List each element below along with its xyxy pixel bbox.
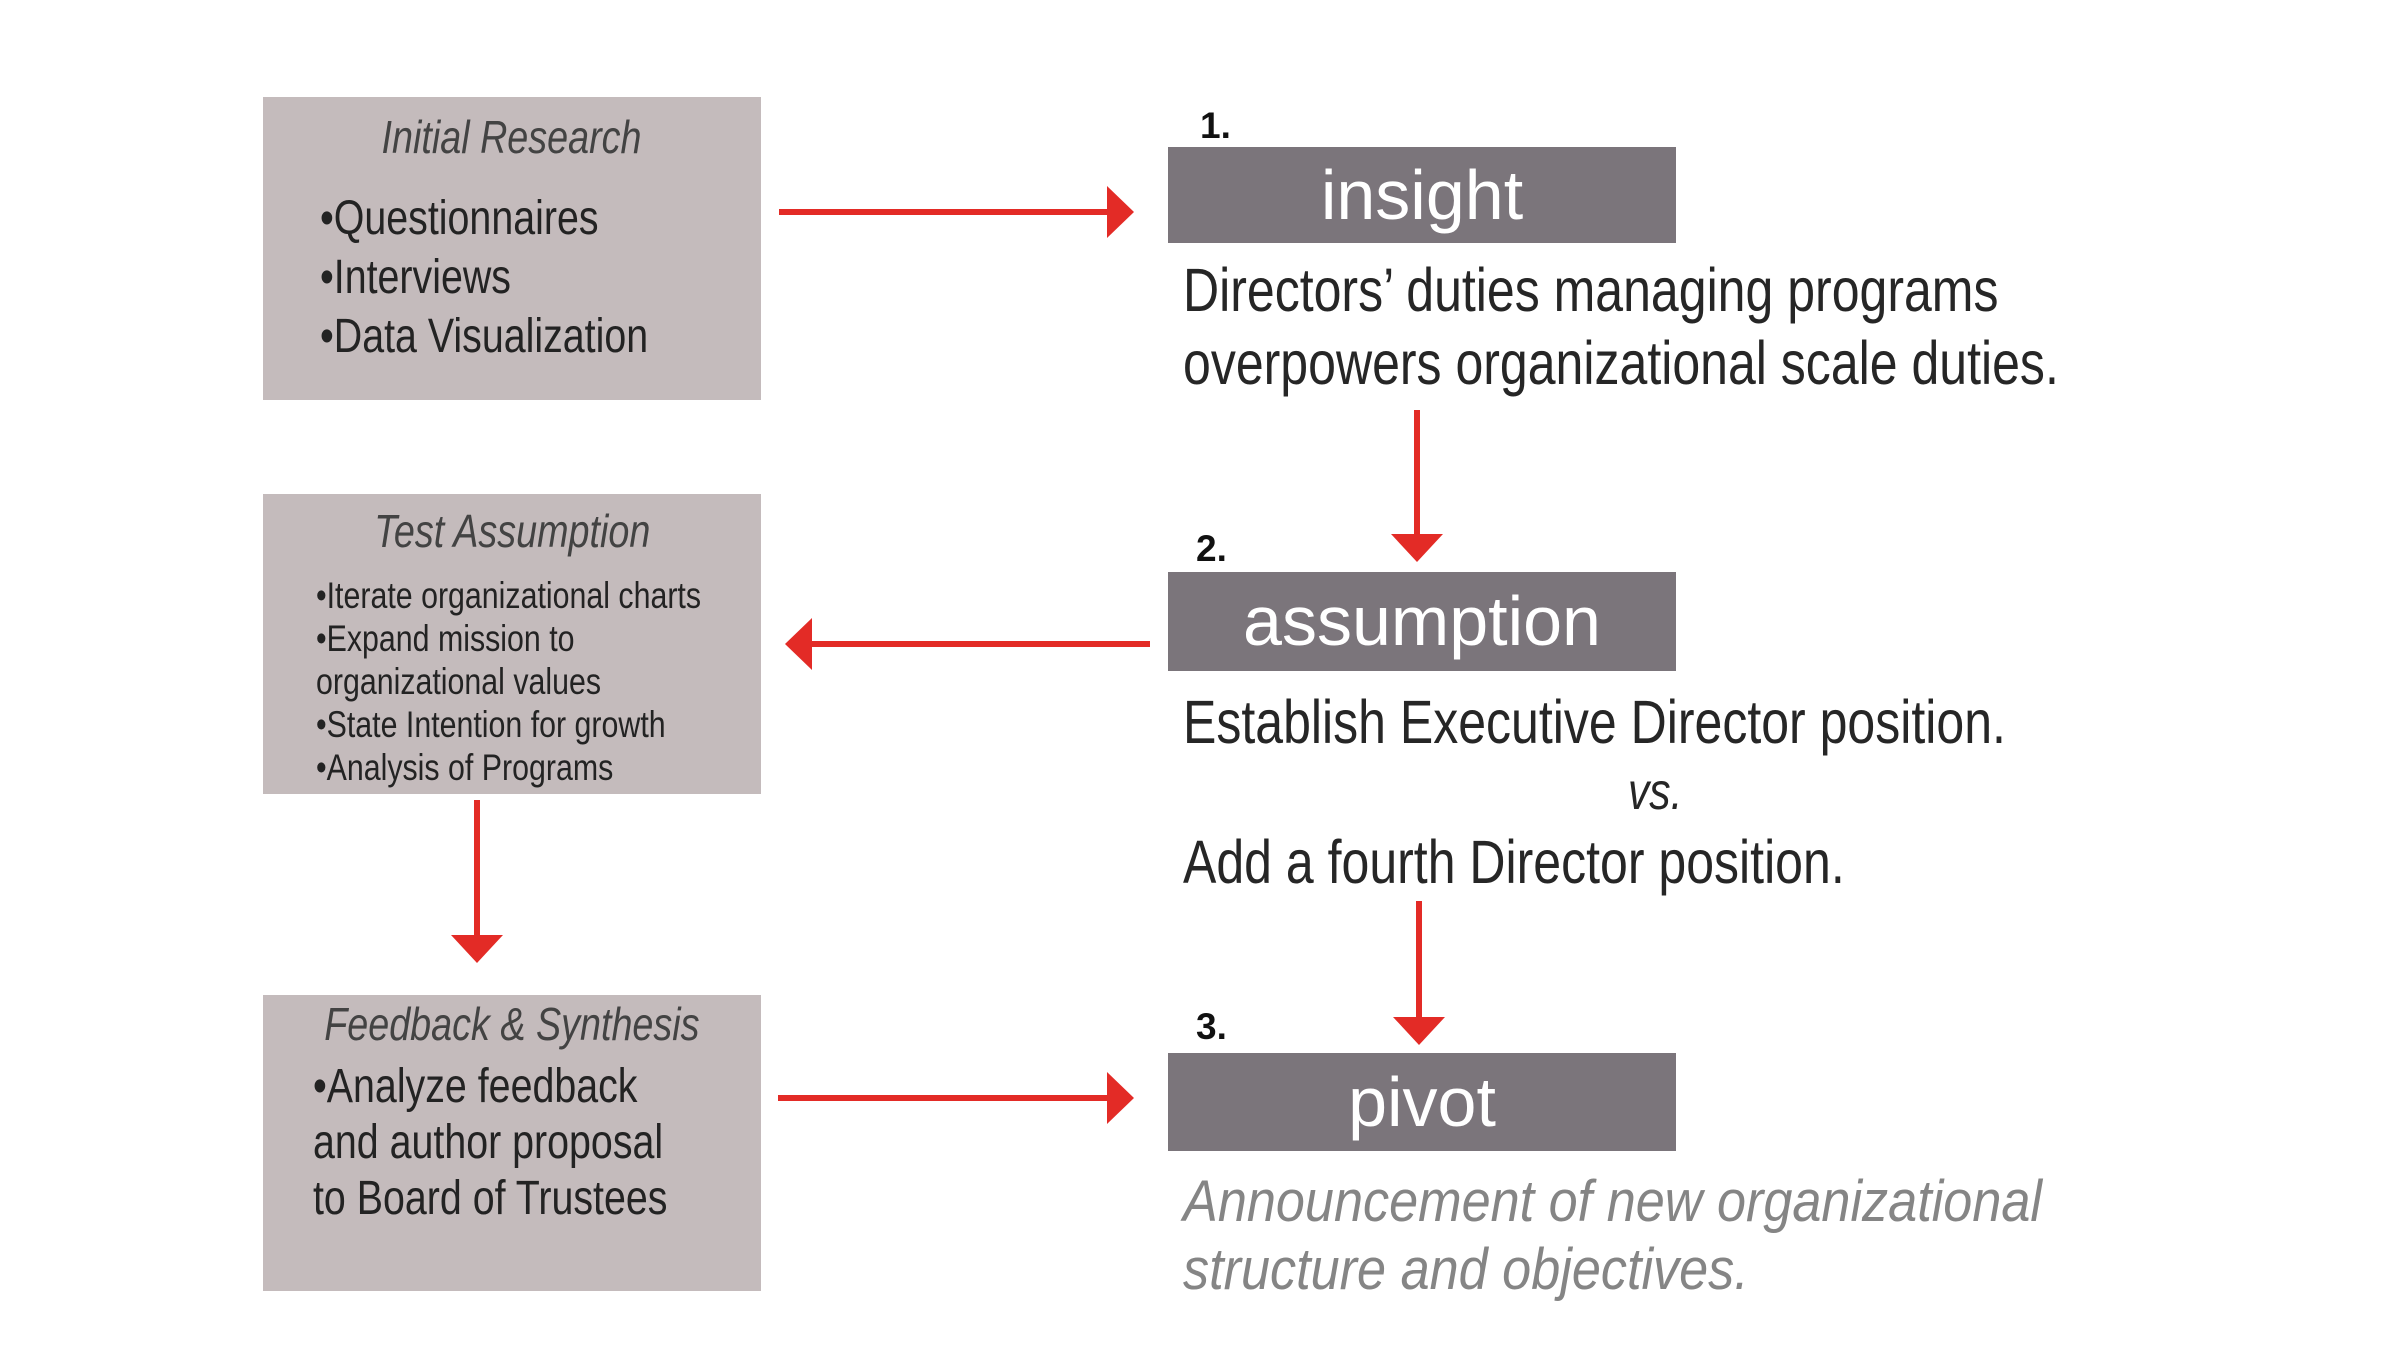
arrow-assumption-to-pivot-line: [1416, 901, 1422, 1017]
arrow-research-to-insight-line: [779, 209, 1107, 215]
bullet-item-continuation: organizational values: [316, 661, 602, 702]
arrow-left-head-icon: [785, 618, 812, 670]
arrow-down-head-icon: [451, 935, 503, 963]
keyword-label: insight: [1320, 156, 1524, 234]
bullet-item-continuation: and author proposal: [313, 1116, 664, 1169]
arrow-feedback-to-pivot-line: [778, 1095, 1107, 1101]
bullet-item: •Data Visualization: [320, 310, 649, 363]
bullet-item: •Analyze feedback: [313, 1060, 638, 1113]
arrow-test-to-feedback-line: [474, 800, 480, 935]
description-line: Announcement of new organizational: [1183, 1169, 2042, 1234]
stage-bullet-list: •Iterate organizational charts •Expand m…: [316, 574, 786, 789]
keyword-box-insight: insight: [1168, 147, 1676, 243]
stage-bullet-list: •Analyze feedback and author proposal to…: [313, 1059, 745, 1227]
arrow-insight-to-assumption-line: [1414, 410, 1420, 534]
step-number-3: 3.: [1196, 1006, 1227, 1047]
arrow-right-head-icon: [1107, 186, 1134, 238]
bullet-item: •State Intention for growth: [316, 704, 666, 745]
bullet-item: •Iterate organizational charts: [316, 575, 702, 616]
arrow-down-head-icon: [1393, 1017, 1445, 1045]
bullet-item: •Interviews: [320, 251, 511, 304]
bullet-item: •Expand mission to: [316, 618, 575, 659]
keyword-label: assumption: [1243, 582, 1601, 660]
stage-box-feedback-synthesis: Feedback & Synthesis •Analyze feedback a…: [263, 995, 761, 1291]
step-number-2: 2.: [1196, 528, 1227, 569]
assumption-description: Establish Executive Director position. v…: [1183, 687, 2128, 897]
stage-title: Initial Research: [382, 111, 642, 163]
insight-description: Directors’ duties managing programs over…: [1183, 254, 2251, 400]
description-line: overpowers organizational scale duties.: [1183, 329, 2059, 397]
stage-title: Feedback & Synthesis: [324, 998, 700, 1050]
bullet-item-continuation: to Board of Trustees: [313, 1172, 668, 1225]
stage-box-test-assumption: Test Assumption •Iterate organizational …: [263, 494, 761, 794]
bullet-item: •Questionnaires: [320, 192, 599, 245]
stage-box-initial-research: Initial Research •Questionnaires •Interv…: [263, 97, 761, 400]
versus-label: vs.: [1628, 763, 1683, 821]
description-line: Directors’ duties managing programs: [1183, 256, 1999, 324]
stage-bullet-list: •Questionnaires •Interviews •Data Visual…: [320, 189, 720, 366]
arrow-down-head-icon: [1391, 534, 1443, 562]
keyword-label: pivot: [1348, 1063, 1496, 1141]
stage-title: Test Assumption: [373, 505, 651, 557]
description-line: Establish Executive Director position.: [1183, 688, 2006, 756]
keyword-box-pivot: pivot: [1168, 1053, 1676, 1151]
pivot-description: Announcement of new organizational struc…: [1183, 1168, 2137, 1304]
description-line: structure and objectives.: [1183, 1237, 1749, 1302]
step-number-1: 1.: [1200, 105, 1231, 146]
description-line: Add a fourth Director position.: [1183, 828, 1845, 896]
bullet-item: •Analysis of Programs: [316, 747, 614, 788]
arrow-right-head-icon: [1107, 1072, 1134, 1124]
arrow-assumption-to-test-line: [812, 641, 1150, 647]
keyword-box-assumption: assumption: [1168, 572, 1676, 671]
